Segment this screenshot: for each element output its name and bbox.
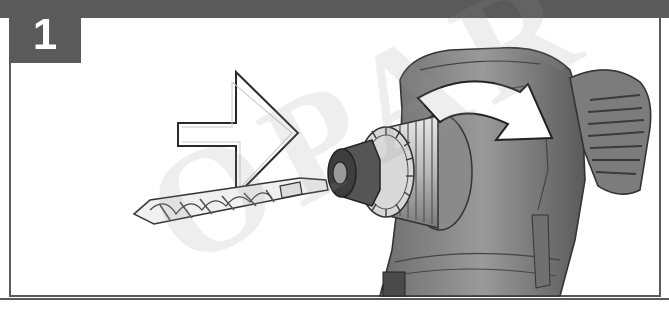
drill-bit (134, 178, 328, 224)
bottom-rule (0, 298, 669, 300)
right-arrow-icon (178, 72, 298, 196)
step-number-badge: 1 (9, 7, 81, 63)
chuck (328, 114, 472, 230)
